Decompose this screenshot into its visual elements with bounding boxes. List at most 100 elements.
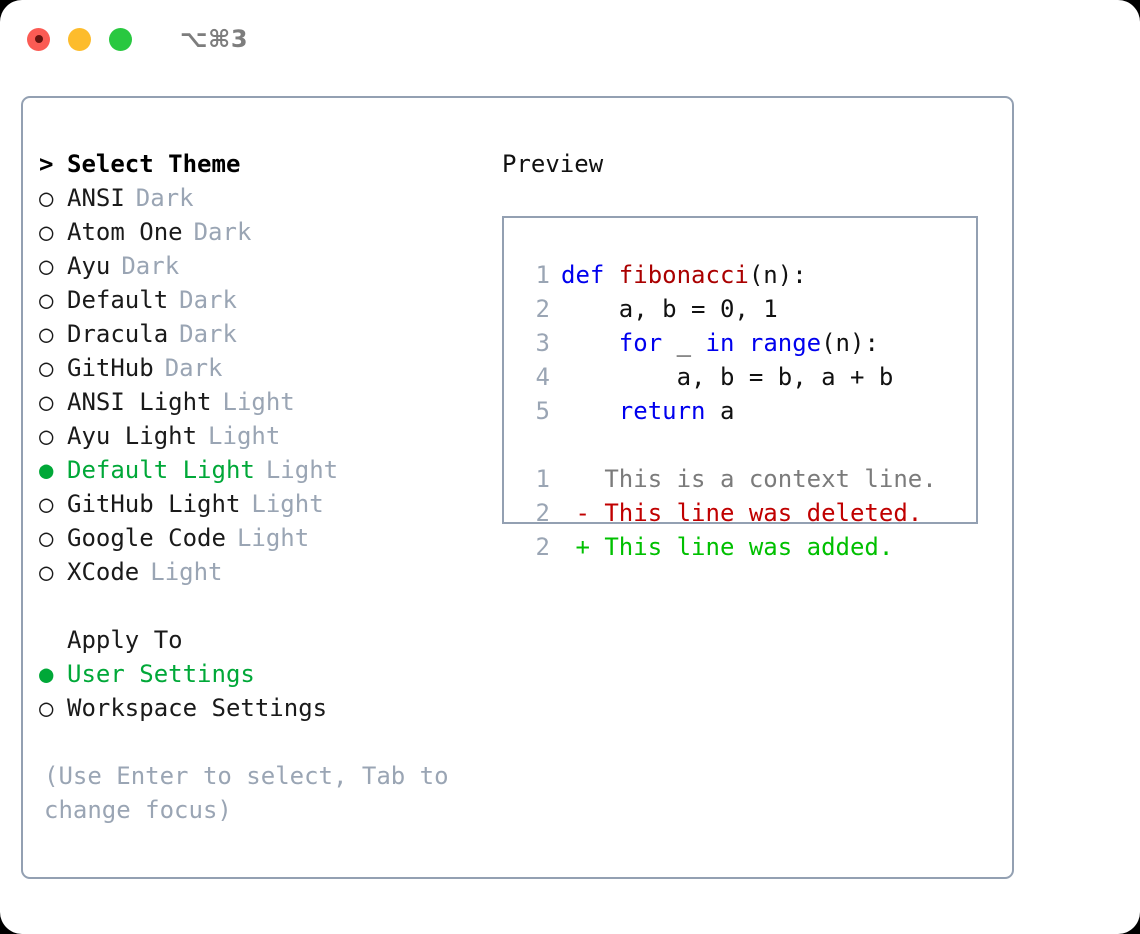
radio-unselected-icon[interactable]: ○ [39,184,54,212]
preview-separator [516,428,937,462]
theme-list-item-category: Dark [164,354,223,382]
theme-list-item-category: Dark [135,184,194,212]
radio-unselected-icon[interactable]: ○ [39,286,54,314]
token-add: + This line was added. [561,533,894,561]
token-pln: a, b = b, a + b [561,363,894,391]
code-line: 4 a, b = b, a + b [516,360,937,394]
code-line-text: a, b = 0, 1 [561,292,778,326]
apply-to-item-label: Workspace Settings [67,694,328,722]
line-number: 4 [535,363,550,391]
line-number: 1 [535,465,550,493]
close-button-icon[interactable] [27,27,50,51]
code-line-text: def fibonacci(n): [561,258,807,292]
maximize-button-icon[interactable] [109,27,132,51]
code-line-text: a, b = b, a + b [561,360,894,394]
theme-list-item[interactable]: ○ GitHub Light Light [39,487,489,521]
radio-unselected-icon[interactable]: ○ [39,388,54,416]
radio-unselected-icon[interactable]: ○ [39,218,54,246]
line-number: 2 [535,295,550,323]
theme-list-item-category: Light [208,422,281,450]
select-theme-heading-label: Select Theme [67,150,241,178]
theme-list-item-category: Dark [121,252,180,280]
code-line-text: for _ in range(n): [561,326,879,360]
diff-line: 1 This is a context line. [516,462,937,496]
theme-list-item-label: Atom One [67,218,183,246]
radio-unselected-icon[interactable]: ○ [39,252,54,280]
theme-list-item-label: Default [67,286,169,314]
token-kw: return [618,397,706,425]
theme-list-item-category: Dark [179,320,237,348]
token-fn: fibonacci [618,261,749,289]
token-pln: a [705,397,735,425]
theme-list-item-label: ANSI Light [67,388,212,416]
theme-list-item[interactable]: ○ Ayu Light Light [39,419,489,453]
apply-to-heading-label: Apply To [67,626,183,654]
apply-to-heading: Apply To [39,623,489,657]
radio-selected-icon[interactable]: ● [39,456,54,484]
radio-selected-icon[interactable]: ● [39,660,54,688]
token-pln: a, b = 0, 1 [561,295,778,323]
theme-list-item-label: Ayu Light [67,422,198,450]
token-pln [561,329,619,357]
theme-list-item[interactable]: ○ ANSI Light Light [39,385,489,419]
theme-list-item[interactable]: ○ Dracula Dark [39,317,489,351]
radio-unselected-icon[interactable]: ○ [39,490,54,518]
diff-line: 2 + This line was added. [516,530,937,564]
radio-unselected-icon[interactable]: ○ [39,558,54,586]
theme-list-item-label: GitHub Light [67,490,241,518]
code-line: 3 for _ in range(n): [516,326,937,360]
theme-list-item-category: Light [222,388,295,416]
token-del: - This line was deleted. [561,499,923,527]
apply-to-list: ● User Settings ○ Workspace Settings [39,657,489,725]
theme-list-item-category: Dark [179,286,237,314]
apply-to-item[interactable]: ● User Settings [39,657,489,691]
keyboard-hint-text: (Use Enter to select, Tab to change focu… [44,762,449,824]
token-kw: for [618,329,663,357]
radio-unselected-icon[interactable]: ○ [39,354,54,382]
line-number: 5 [535,397,550,425]
token-pln: (n): [748,261,807,289]
select-theme-heading: > Select Theme [39,147,489,181]
theme-list-item[interactable]: ○ ANSI Dark [39,181,489,215]
apply-to-item[interactable]: ○ Workspace Settings [39,691,489,725]
token-pln: (n): [821,329,879,357]
theme-list-item-category: Light [251,490,324,518]
token-kw: def [561,261,619,289]
theme-list-item-label: ANSI [67,184,125,212]
theme-list-item-label: Dracula [67,320,169,348]
radio-unselected-icon[interactable]: ○ [39,422,54,450]
window-controls [27,27,132,51]
minimize-button-icon[interactable] [68,27,91,51]
code-line: 2 a, b = 0, 1 [516,292,937,326]
diff-line-text: + This line was added. [561,530,893,564]
diff-line: 2 - This line was deleted. [516,496,937,530]
radio-unselected-icon[interactable]: ○ [39,524,54,552]
radio-unselected-icon[interactable]: ○ [39,320,54,348]
theme-list-item[interactable]: ○ Default Dark [39,283,489,317]
code-line: 5 return a [516,394,937,428]
apply-to-item-label: User Settings [67,660,255,688]
theme-list-item-label: XCode [67,558,140,586]
keyboard-shortcut-label: ⌥⌘3 [180,25,249,53]
radio-unselected-icon[interactable]: ○ [39,694,54,722]
theme-list-item-label: Google Code [67,524,226,552]
line-number: 2 [535,499,550,527]
apply-to-marker-spacer [39,623,67,657]
theme-list-item-label: Default Light [67,456,255,484]
token-pln: _ [662,329,706,357]
diff-line-text: This is a context line. [561,462,936,496]
